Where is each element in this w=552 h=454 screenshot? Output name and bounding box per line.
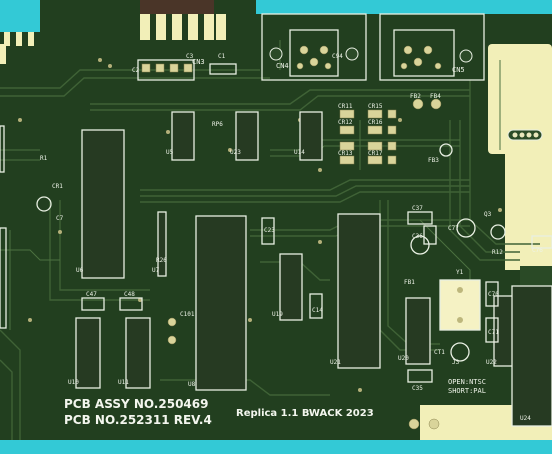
jumper-note-pal: SHORT:PAL	[448, 387, 486, 395]
label-u21: U21	[330, 359, 341, 366]
label-c71: C71	[488, 329, 499, 336]
edge-connector-top	[140, 0, 226, 40]
label-c94: C94	[332, 53, 343, 60]
chip-u11	[125, 317, 151, 389]
label-u20: U20	[398, 355, 409, 362]
chip-u6	[81, 129, 125, 279]
label-u10: U10	[68, 379, 79, 386]
connector-cn4	[261, 13, 367, 81]
label-c7: C7	[56, 215, 64, 222]
edge-contact-area	[488, 44, 552, 154]
passive-components	[0, 98, 552, 430]
chip-u24	[511, 285, 552, 427]
label-c14: C14	[312, 307, 323, 314]
label-c3: C3	[186, 53, 194, 60]
silkscreen-labels: CN3 CN4 CN5 C94 C1 C2 C3 CR11 CR12 CR13 …	[40, 53, 543, 427]
chip-u19	[279, 253, 303, 321]
label-cn3: CN3	[192, 58, 205, 66]
assy-number-label: PCB ASSY NO.250469	[64, 397, 208, 411]
label-c47: C47	[86, 291, 97, 298]
label-c1: C1	[218, 53, 226, 60]
label-ct1: CT1	[434, 349, 445, 356]
label-r1: R1	[40, 155, 48, 162]
label-r26: R26	[156, 257, 167, 264]
label-c76: C76	[532, 247, 543, 254]
label-cr11: CR11	[338, 103, 353, 110]
label-c101: C101	[180, 311, 195, 318]
jumper-note-ntsc: OPEN:NTSC	[448, 378, 486, 386]
label-c70: C70	[488, 291, 499, 298]
label-rp6: RP6	[212, 121, 223, 128]
label-u5: U5	[166, 149, 174, 156]
label-c48: C48	[124, 291, 135, 298]
label-u23: U23	[230, 149, 241, 156]
chip-u7	[157, 211, 167, 277]
label-c37: C37	[412, 205, 423, 212]
label-u7: U7	[152, 267, 160, 274]
chip-u21	[337, 213, 381, 369]
label-j3: J3	[452, 359, 460, 366]
label-cn4: CN4	[276, 62, 289, 70]
label-u24: U24	[520, 415, 531, 422]
header-cn3	[137, 59, 237, 81]
label-u22: U22	[486, 359, 497, 366]
label-cr12: CR12	[338, 119, 353, 126]
label-r12: R12	[492, 249, 503, 256]
connector-cn5	[379, 13, 485, 81]
label-cn5: CN5	[452, 66, 465, 74]
chip-u10	[75, 317, 101, 389]
chip-u23	[235, 111, 259, 161]
label-cr17: CR17	[368, 150, 383, 157]
label-u11: U11	[118, 379, 129, 386]
label-u8: U8	[188, 381, 196, 388]
label-y1: Y1	[456, 269, 464, 276]
label-fb2: FB2	[410, 93, 421, 100]
crystal-y1	[439, 279, 481, 331]
edge-connector-left	[0, 0, 40, 46]
label-cr15: CR15	[368, 103, 383, 110]
label-c77: C77	[448, 225, 459, 232]
label-u19: U19	[272, 311, 283, 318]
label-c36: C36	[412, 233, 423, 240]
replica-label: Replica 1.1 BWACK 2023	[236, 408, 374, 419]
chip-u8	[195, 215, 247, 391]
label-fb3: FB3	[428, 157, 439, 164]
label-fb1: FB1	[404, 279, 415, 286]
label-cr16: CR16	[368, 119, 383, 126]
pcb-number-label: PCB NO.252311 REV.4	[64, 413, 212, 427]
chip-u14	[299, 111, 323, 161]
label-cr1: CR1	[52, 183, 63, 190]
label-fb4: FB4	[430, 93, 441, 100]
chip-u20	[405, 297, 431, 365]
diode-array	[339, 109, 397, 165]
label-c23: C23	[264, 227, 275, 234]
label-c2: C2	[132, 67, 140, 74]
label-u6: U6	[76, 267, 84, 274]
label-c35: C35	[412, 385, 423, 392]
label-cr13: CR13	[338, 150, 353, 157]
label-u14: U14	[294, 149, 305, 156]
label-q3: Q3	[484, 211, 492, 218]
chip-u5	[171, 111, 195, 161]
